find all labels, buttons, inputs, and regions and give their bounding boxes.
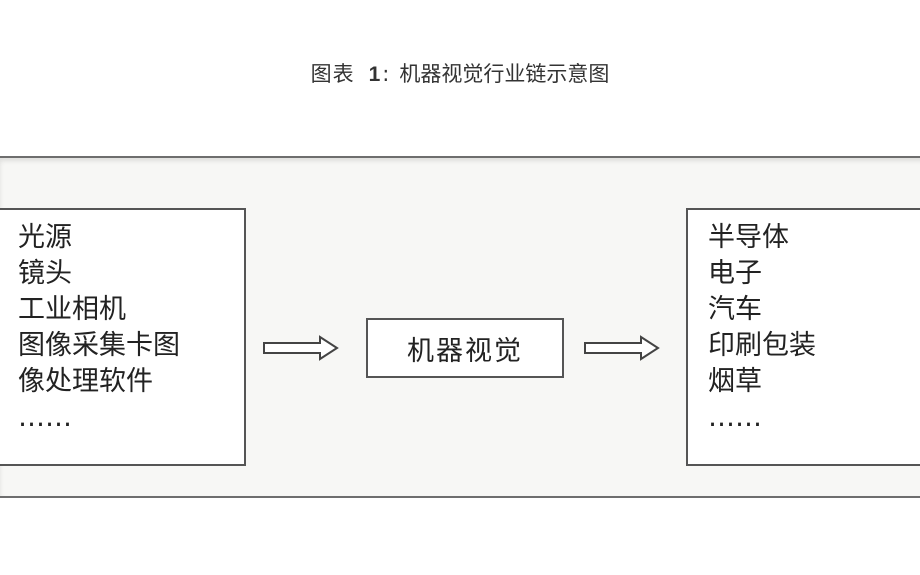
- downstream-item: 半导体: [708, 222, 789, 253]
- arrow-right-icon: [263, 335, 339, 361]
- downstream-item: 汽车: [708, 294, 762, 325]
- upstream-item: 光源: [18, 222, 72, 253]
- upstream-box: 光源 镜头 工业相机 图像采集卡图 像处理软件 ……: [0, 208, 246, 466]
- upstream-item: 工业相机: [18, 294, 126, 325]
- downstream-item: ……: [708, 402, 762, 433]
- upstream-item: 像处理软件: [18, 366, 153, 397]
- figure-caption: 图表 1: 机器视觉行业链示意图: [0, 58, 920, 88]
- machine-vision-box: 机器视觉: [366, 318, 564, 378]
- downstream-item: 电子: [708, 258, 762, 289]
- caption-title: 机器视觉行业链示意图: [399, 62, 610, 86]
- caption-number: 1: [368, 63, 381, 86]
- downstream-item: 印刷包装: [708, 330, 816, 361]
- upstream-item: 图像采集卡图: [18, 330, 180, 361]
- caption-separator: :: [382, 62, 390, 86]
- upstream-item: ……: [18, 402, 72, 433]
- downstream-item: 烟草: [708, 366, 762, 397]
- caption-label: 图表: [310, 62, 355, 86]
- arrow-right-icon: [584, 335, 660, 361]
- diagram-panel: 光源 镜头 工业相机 图像采集卡图 像处理软件 …… 机器视觉 半导体 电子 汽…: [0, 156, 920, 498]
- upstream-item: 镜头: [18, 258, 72, 289]
- downstream-box: 半导体 电子 汽车 印刷包装 烟草 ……: [686, 208, 920, 466]
- center-label: 机器视觉: [407, 335, 523, 367]
